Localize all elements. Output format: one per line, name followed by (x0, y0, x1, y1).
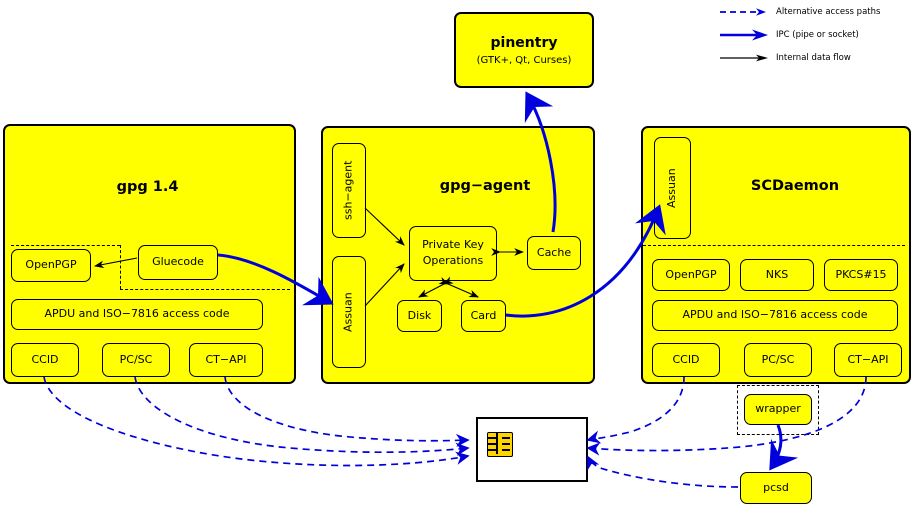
scdaemon-assuan-box[interactable]: Assuan (654, 137, 691, 239)
alt-path-gpg14-ctapi-to-smartcard (224, 376, 470, 448)
gpg14-openpgp-box[interactable]: OpenPGP (11, 249, 91, 282)
legend-item-ipc: IPC (pipe or socket) (718, 25, 908, 44)
smartcard-chip-icon (487, 432, 513, 457)
alt-path-scdaemon-ctapi-to-smartcard (586, 376, 867, 456)
gpg-agent-assuan-box[interactable]: Assuan (332, 256, 366, 368)
alt-path-scdaemon-ccid-to-smartcard (586, 376, 685, 444)
pcsd-box[interactable]: pcsd (740, 472, 812, 504)
gpg-agent-assuan-label: Assuan (341, 292, 355, 332)
scdaemon-pkcs15-label: PKCS#15 (835, 267, 887, 281)
scdaemon-ccid-label: CCID (672, 352, 700, 366)
gpg-agent-cache-box[interactable]: Cache (527, 236, 581, 270)
gpg-agent-card-label: Card (470, 308, 497, 322)
scdaemon-assuan-label: Assuan (665, 168, 679, 208)
scdaemon-ccid-box[interactable]: CCID (652, 343, 720, 377)
gpg14-gluecode-box[interactable]: Gluecode (138, 245, 218, 280)
scdaemon-nks-label: NKS (765, 267, 789, 281)
gpg-agent-disk-box[interactable]: Disk (397, 300, 442, 332)
legend-label-ipc: IPC (pipe or socket) (776, 29, 859, 40)
gpg-agent-cache-label: Cache (536, 245, 572, 259)
scdaemon-ctapi-box[interactable]: CT−API (834, 343, 902, 377)
scdaemon-apdu-box[interactable]: APDU and ISO−7816 access code (652, 300, 898, 331)
gpg14-apdu-box[interactable]: APDU and ISO−7816 access code (11, 299, 263, 330)
gpg-agent-disk-label: Disk (407, 308, 432, 322)
gpg-agent-private-key-operations-box[interactable]: Private Key Operations (409, 226, 497, 281)
scdaemon-ctapi-label: CT−API (847, 352, 889, 366)
gpg-agent-ssh-agent-label: ssh−agent (341, 160, 355, 221)
gpg14-openpgp-label: OpenPGP (25, 258, 77, 272)
scdaemon-pcsc-box[interactable]: PC/SC (744, 343, 812, 377)
alt-path-pcsd-to-smartcard (587, 455, 739, 488)
gpg14-dashed-vertical (120, 245, 121, 289)
gpg14-ctapi-label: CT−API (205, 352, 247, 366)
legend-item-internal-data-flow: Internal data flow (718, 48, 908, 67)
scdaemon-dashed-divider (643, 245, 905, 246)
gpg14-dashed-top-left (11, 245, 120, 246)
scdaemon-openpgp-box[interactable]: OpenPGP (652, 259, 730, 291)
gpg14-ctapi-box[interactable]: CT−API (189, 343, 263, 377)
panel-scdaemon-title: SCDaemon (750, 178, 840, 194)
gpg14-gluecode-label: Gluecode (152, 255, 204, 269)
gpg14-pcsc-label: PC/SC (119, 352, 153, 366)
wrapper-box[interactable]: wrapper (744, 394, 812, 425)
pinentry-box[interactable]: pinentry (GTK+, Qt, Curses) (454, 12, 594, 88)
gpg14-ccid-label: CCID (31, 352, 59, 366)
wrapper-label: wrapper (755, 402, 801, 416)
gpg14-pcsc-box[interactable]: PC/SC (102, 343, 170, 377)
scdaemon-apdu-label: APDU and ISO−7816 access code (682, 308, 868, 322)
scdaemon-pkcs15-box[interactable]: PKCS#15 (824, 259, 898, 291)
dashed-blue-line-icon (720, 7, 766, 16)
gpg-agent-card-box[interactable]: Card (461, 300, 506, 332)
gpg-agent-pko-label-line2: Operations (422, 254, 484, 267)
scdaemon-openpgp-label: OpenPGP (665, 267, 717, 281)
gpg14-apdu-label: APDU and ISO−7816 access code (44, 307, 230, 321)
legend-item-alt-access-paths: Alternative access paths (718, 2, 908, 21)
gpg14-dashed-bottom (120, 289, 290, 290)
panel-gpg-agent-title: gpg−agent (439, 178, 531, 194)
pinentry-subtitle: (GTK+, Qt, Curses) (476, 54, 572, 66)
legend: Alternative access paths IPC (pipe or so… (718, 2, 908, 71)
gpg-agent-pko-label-line1: Private Key (422, 238, 484, 252)
alt-path-gpg14-ccid-to-smartcard (43, 376, 470, 467)
thin-black-arrow-icon (720, 54, 768, 61)
legend-label-internal-data-flow: Internal data flow (776, 52, 851, 63)
legend-label-alt-access-paths: Alternative access paths (776, 6, 881, 17)
panel-gpg14-title: gpg 1.4 (116, 179, 179, 195)
thick-blue-arrow-icon (720, 29, 768, 40)
pinentry-title: pinentry (490, 34, 558, 51)
alt-path-gpg14-pcsc-to-smartcard (134, 376, 470, 456)
scdaemon-nks-box[interactable]: NKS (740, 259, 814, 291)
gpg14-ccid-box[interactable]: CCID (11, 343, 79, 377)
scdaemon-pcsc-label: PC/SC (761, 352, 795, 366)
gpg-agent-ssh-agent-box[interactable]: ssh−agent (332, 143, 366, 238)
pcsd-label: pcsd (763, 480, 789, 494)
